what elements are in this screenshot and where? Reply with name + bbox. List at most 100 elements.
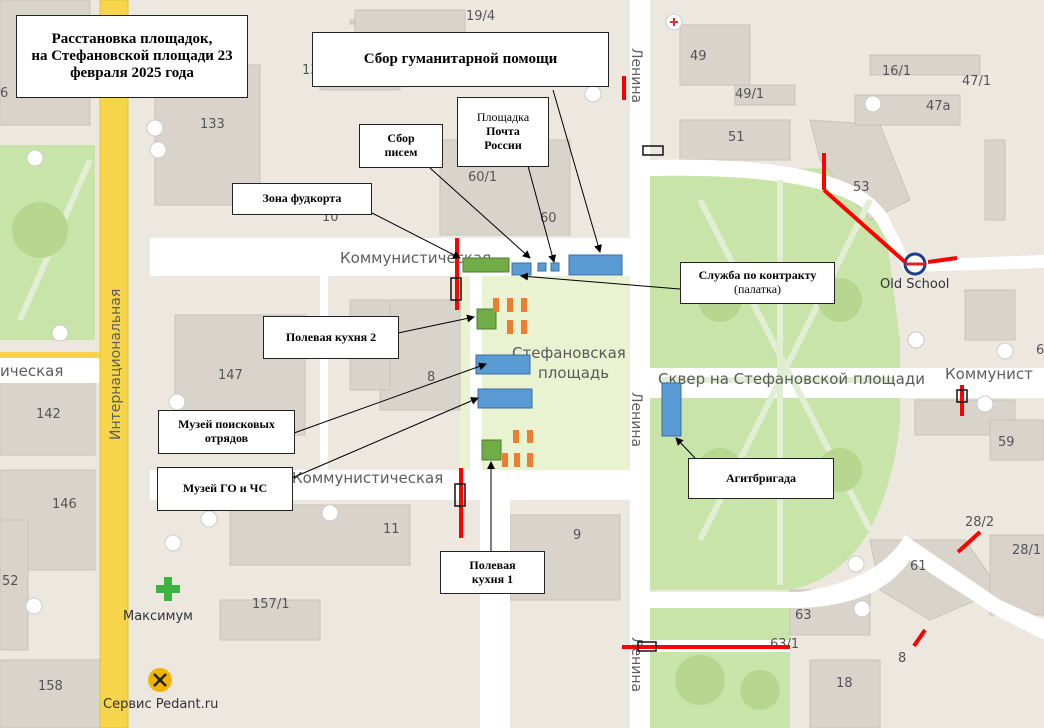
building-number: 6 — [0, 86, 8, 101]
museum-search-callout: Музей поисковых отрядов — [158, 410, 295, 454]
kitchen1-callout: Полевая кухня 1 — [440, 551, 545, 594]
kitchen1-block[interactable] — [481, 439, 502, 461]
arrow-foodcourt — [371, 212, 461, 259]
building-number: 49 — [690, 49, 707, 64]
maksimum-label: Максимум — [123, 609, 193, 624]
museum-search-label-line2: отрядов — [204, 431, 249, 445]
street-kommunisticheskaya-south: Коммунистическая — [292, 469, 443, 487]
kitchen2-block[interactable] — [476, 308, 497, 330]
building-number: 16/1 — [882, 64, 911, 79]
pedant-label: Сервис Pedant.ru — [103, 697, 218, 712]
post-label-line1: Площадка — [476, 110, 530, 125]
park-area-south — [650, 600, 790, 728]
square-label-line2: площадь — [538, 364, 609, 382]
agitbrigade-callout: Агитбригада — [688, 458, 834, 499]
street-internatsionalnaya: Интернациональная — [108, 289, 124, 440]
building-number: 59 — [998, 435, 1015, 450]
arrow-post — [527, 165, 557, 263]
building-number: 47/1 — [962, 74, 991, 89]
building-number: 8 — [898, 651, 906, 666]
arrow-kitchen2 — [397, 314, 475, 334]
street-lenina-north: Ленина — [628, 48, 644, 103]
letters-label-line1: Сбор — [387, 131, 415, 146]
humanitarian-block[interactable] — [568, 254, 623, 276]
museum-go-block[interactable] — [477, 388, 533, 409]
old-school-label: Old School — [880, 277, 949, 292]
museum-search-block[interactable] — [475, 354, 531, 375]
foodcourt-label: Зона фудкорта — [262, 191, 342, 206]
post-label-line2: Почта — [486, 124, 520, 139]
foodcourt-callout: Зона фудкорта — [232, 183, 372, 215]
building-number: 49/1 — [735, 87, 764, 102]
map-small-icons — [25, 13, 1014, 618]
post-block-2[interactable] — [550, 262, 560, 272]
kitchen2-label: Полевая кухня 2 — [285, 329, 377, 344]
building-number: 51 — [728, 130, 745, 145]
park-label: Сквер на Стефановской площади — [658, 370, 925, 388]
street-kommunisticheskaya-west: ическая — [0, 362, 63, 380]
kitchen2-callout: Полевая кухня 2 — [263, 316, 399, 359]
maksimum-poi[interactable]: Максимум — [123, 577, 193, 624]
letters-block[interactable] — [511, 262, 532, 276]
letters-label-line2: писем — [384, 145, 418, 159]
seating-blocks — [493, 298, 533, 467]
post-label-line3: России — [484, 137, 522, 152]
barriers — [455, 76, 982, 649]
leader-arrows — [291, 89, 696, 551]
map-title-line2: на Стефановской площади 23 — [31, 47, 233, 64]
contract-callout: Служба по контракту (палатка) — [680, 262, 835, 304]
arrow-museum-go — [291, 397, 479, 479]
building-number: 63/1 — [770, 637, 799, 652]
building-number: 9 — [573, 528, 581, 543]
kitchen1-label-line2: кухня 1 — [471, 571, 514, 586]
building-number: 52 — [2, 574, 19, 589]
arrow-museum-search — [293, 362, 487, 434]
building-number: 158 — [38, 679, 63, 694]
building-number: 53 — [853, 180, 870, 195]
museum-go-callout: Музей ГО и ЧС — [157, 467, 293, 511]
pedant-poi[interactable]: Сервис Pedant.ru — [103, 668, 218, 712]
building-number: 11 — [383, 522, 400, 537]
building-number: 157/1 — [252, 597, 289, 612]
old-school-poi[interactable]: Old School — [880, 252, 949, 292]
building-number: 63 — [795, 608, 812, 623]
event-blocks[interactable] — [462, 254, 682, 461]
repair-tools-icon-cross — [153, 673, 167, 687]
building-number: 18 — [836, 676, 853, 691]
contract-label-line1: Служба по контракту — [698, 268, 817, 283]
street-kommunisticheskaya-east: Коммунист — [945, 365, 1033, 383]
street-lenina-middle: Ленина — [628, 392, 644, 447]
building-number: 47а — [926, 99, 951, 114]
building-number: 28/1 — [1012, 543, 1041, 558]
museum-search-label-line1: Музей поисковых — [178, 417, 275, 432]
agitbrigade-block[interactable] — [661, 382, 682, 437]
building-number: 28/2 — [965, 515, 994, 530]
pharmacy-cross-icon — [156, 577, 180, 601]
barrier-posts — [450, 145, 968, 652]
contract-label-line2: (палатка) — [733, 282, 782, 296]
kommunisticheskaya-west-edge — [0, 352, 100, 358]
kitchen1-label-line1: Полевая — [469, 557, 516, 572]
letters-callout: Сбор писем — [359, 124, 443, 168]
square-label-line1: Стефановская — [512, 344, 626, 362]
humanitarian-callout: Сбор гуманитарной помощи — [312, 32, 609, 87]
building-number: 146 — [52, 497, 77, 512]
building-number: 6 — [1036, 343, 1044, 358]
building-number: 133 — [200, 117, 225, 132]
building-numbers: 19/4 49 16/1 47/1 49/1 47а 133 13 51 53 … — [0, 9, 1044, 694]
foodcourt-block[interactable] — [462, 257, 510, 273]
building-number: 147 — [218, 368, 243, 383]
museum-go-label: Музей ГО и ЧС — [182, 481, 268, 496]
post-block-1[interactable] — [537, 262, 547, 272]
arrow-humanitarian — [552, 89, 602, 253]
building-number: 60/1 — [468, 170, 497, 185]
map-title-line1: Расстановка площадок, — [51, 30, 213, 47]
lenina-road — [630, 0, 650, 728]
map-title-line3: февраля 2025 года — [70, 65, 194, 82]
agitbrigade-label: Агитбригада — [725, 470, 797, 485]
post-callout: Площадка Почта России — [457, 97, 549, 167]
building-number: 60 — [540, 211, 557, 226]
humanitarian-label: Сбор гуманитарной помощи — [363, 50, 558, 67]
building-number: 8 — [427, 370, 435, 385]
